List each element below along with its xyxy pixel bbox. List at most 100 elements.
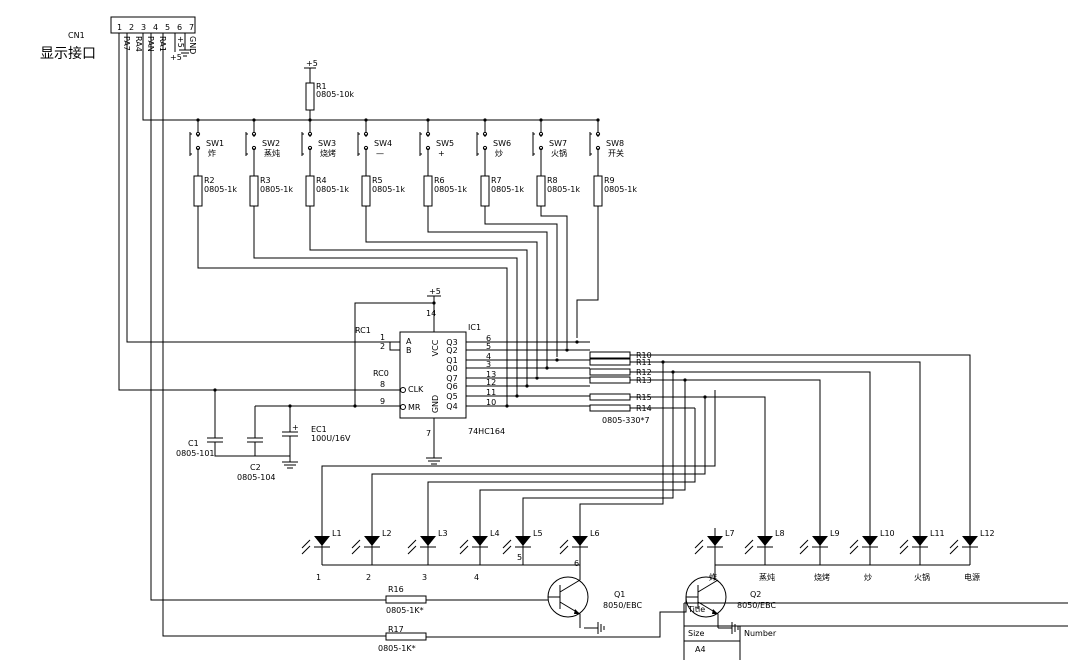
pin-num: 6 — [177, 23, 182, 32]
led-ref: L9 — [830, 529, 840, 538]
wire-ra4-ab — [126, 33, 390, 343]
pin-name: GND — [188, 36, 197, 54]
c2-value: 0805-104 — [237, 473, 276, 482]
led-label: 炸 — [709, 572, 717, 582]
ec1-value: 100U/16V — [311, 434, 351, 443]
resistor-r1: +5 R1 0805-10k — [304, 59, 354, 120]
pin-name: RA4 — [134, 36, 143, 52]
title-label: Title — [687, 605, 705, 614]
key-res-ref: R3 — [260, 176, 271, 185]
led-label: 1 — [316, 573, 321, 582]
led-ref: L8 — [775, 529, 785, 538]
ic-pin-num: 3 — [486, 360, 491, 369]
ic-pin-name: Q3 — [446, 338, 457, 347]
base-resistors: R16 0805-1K* R17 0805-1K* — [378, 585, 687, 653]
key-res-value: 0805-1k — [547, 185, 580, 194]
pin-num: 7 — [189, 23, 194, 32]
pin-num: 1 — [117, 23, 122, 32]
wire-pan-switch-bus — [142, 33, 598, 121]
led-label: 5 — [517, 553, 522, 562]
led-ref: L10 — [880, 529, 895, 538]
led-9: L9 烧烤 — [799, 528, 840, 582]
connector-ref: CN1 — [68, 31, 85, 40]
ic-pin-name: CLK — [408, 385, 424, 394]
pin-name: +5 — [176, 36, 185, 48]
pin-num: 2 — [129, 23, 134, 32]
pin-num: 4 — [153, 23, 158, 32]
ic-pin-name: Q5 — [446, 392, 457, 401]
r16-ref: R16 — [388, 585, 404, 594]
ic-gnd-label: GND — [431, 395, 440, 413]
q1-ref: Q1 — [614, 590, 625, 599]
led-label: 炒 — [864, 573, 872, 582]
switch-label: 炒 — [495, 149, 503, 158]
connector-title: 显示接口 — [40, 45, 96, 62]
ic-pin-name: A — [406, 337, 412, 346]
c2-ref: C2 — [250, 463, 261, 472]
ic-pin-num: 10 — [486, 398, 496, 407]
led-bank: L11L22L33L44L55L66L7炸L8蒸炖L9烧烤L10炒L11火锅L1… — [301, 528, 995, 582]
ic-pin-name: MR — [408, 403, 421, 412]
switch-label: 蒸炖 — [264, 148, 280, 158]
q2-value: 8050/EBC — [737, 601, 776, 610]
led-label: 2 — [366, 573, 371, 582]
switch-4: SW4— — [357, 118, 392, 176]
r17-value: 0805-1K* — [378, 644, 416, 653]
led-6: L66 — [559, 528, 600, 568]
switch-ref: SW2 — [262, 139, 280, 148]
led-label: 电源 — [964, 572, 980, 582]
key-res-ref: R8 — [547, 176, 558, 185]
key-res-value: 0805-1k — [372, 185, 405, 194]
switch-ref: SW1 — [206, 139, 224, 148]
led-ref: L7 — [725, 529, 735, 538]
led-label: 火锅 — [914, 572, 930, 582]
led-10: L10 炒 — [849, 528, 895, 582]
r17-ref: R17 — [388, 625, 404, 634]
key-res-ref: R7 — [491, 176, 502, 185]
switch-label: 火锅 — [551, 148, 567, 158]
switch-ref: SW5 — [436, 139, 454, 148]
key-res-ref: R2 — [204, 176, 215, 185]
key-res-ref: R4 — [316, 176, 327, 185]
led-ref: L1 — [332, 529, 342, 538]
key-res-value: 0805-1k — [260, 185, 293, 194]
pin-num: 3 — [141, 23, 146, 32]
ic-output-pin: Q6 12 — [446, 378, 590, 391]
ic-pin-num: 6 — [486, 334, 491, 343]
led-ref: L4 — [490, 529, 500, 538]
switch-label: 开关 — [608, 148, 624, 158]
ic-part: 74HC164 — [468, 427, 505, 436]
key-res-value: 0805-1k — [434, 185, 467, 194]
pin-num: 5 — [165, 23, 170, 32]
r16-value: 0805-1K* — [386, 606, 424, 615]
key-routing — [197, 206, 599, 406]
clock-filter: + C1 0805-101 C2 0805-104 EC1 100U/16V — [176, 388, 355, 482]
led-7: L7 炸 — [694, 528, 735, 582]
led-label: 6 — [574, 559, 579, 568]
key-res-value: 0805-1k — [316, 185, 349, 194]
key-res-ref: R5 — [372, 176, 383, 185]
ic-pin-name: Q7 — [446, 374, 457, 383]
ic-pin-num: 12 — [486, 378, 496, 387]
key-res-value: 0805-1k — [204, 185, 237, 194]
led-1: L1 1 — [301, 528, 342, 582]
ic-pin-name: Q6 — [446, 382, 457, 391]
net-rc0: RC0 — [373, 369, 389, 378]
ic-pin-num: 13 — [486, 370, 496, 379]
net-rc1: RC1 — [355, 326, 371, 335]
ic-pin-num: 4 — [486, 352, 491, 361]
ic-pin-name: Q1 — [446, 356, 457, 365]
ic-output-pin: Q3 6 — [446, 334, 590, 347]
led-label: 烧烤 — [814, 572, 830, 582]
